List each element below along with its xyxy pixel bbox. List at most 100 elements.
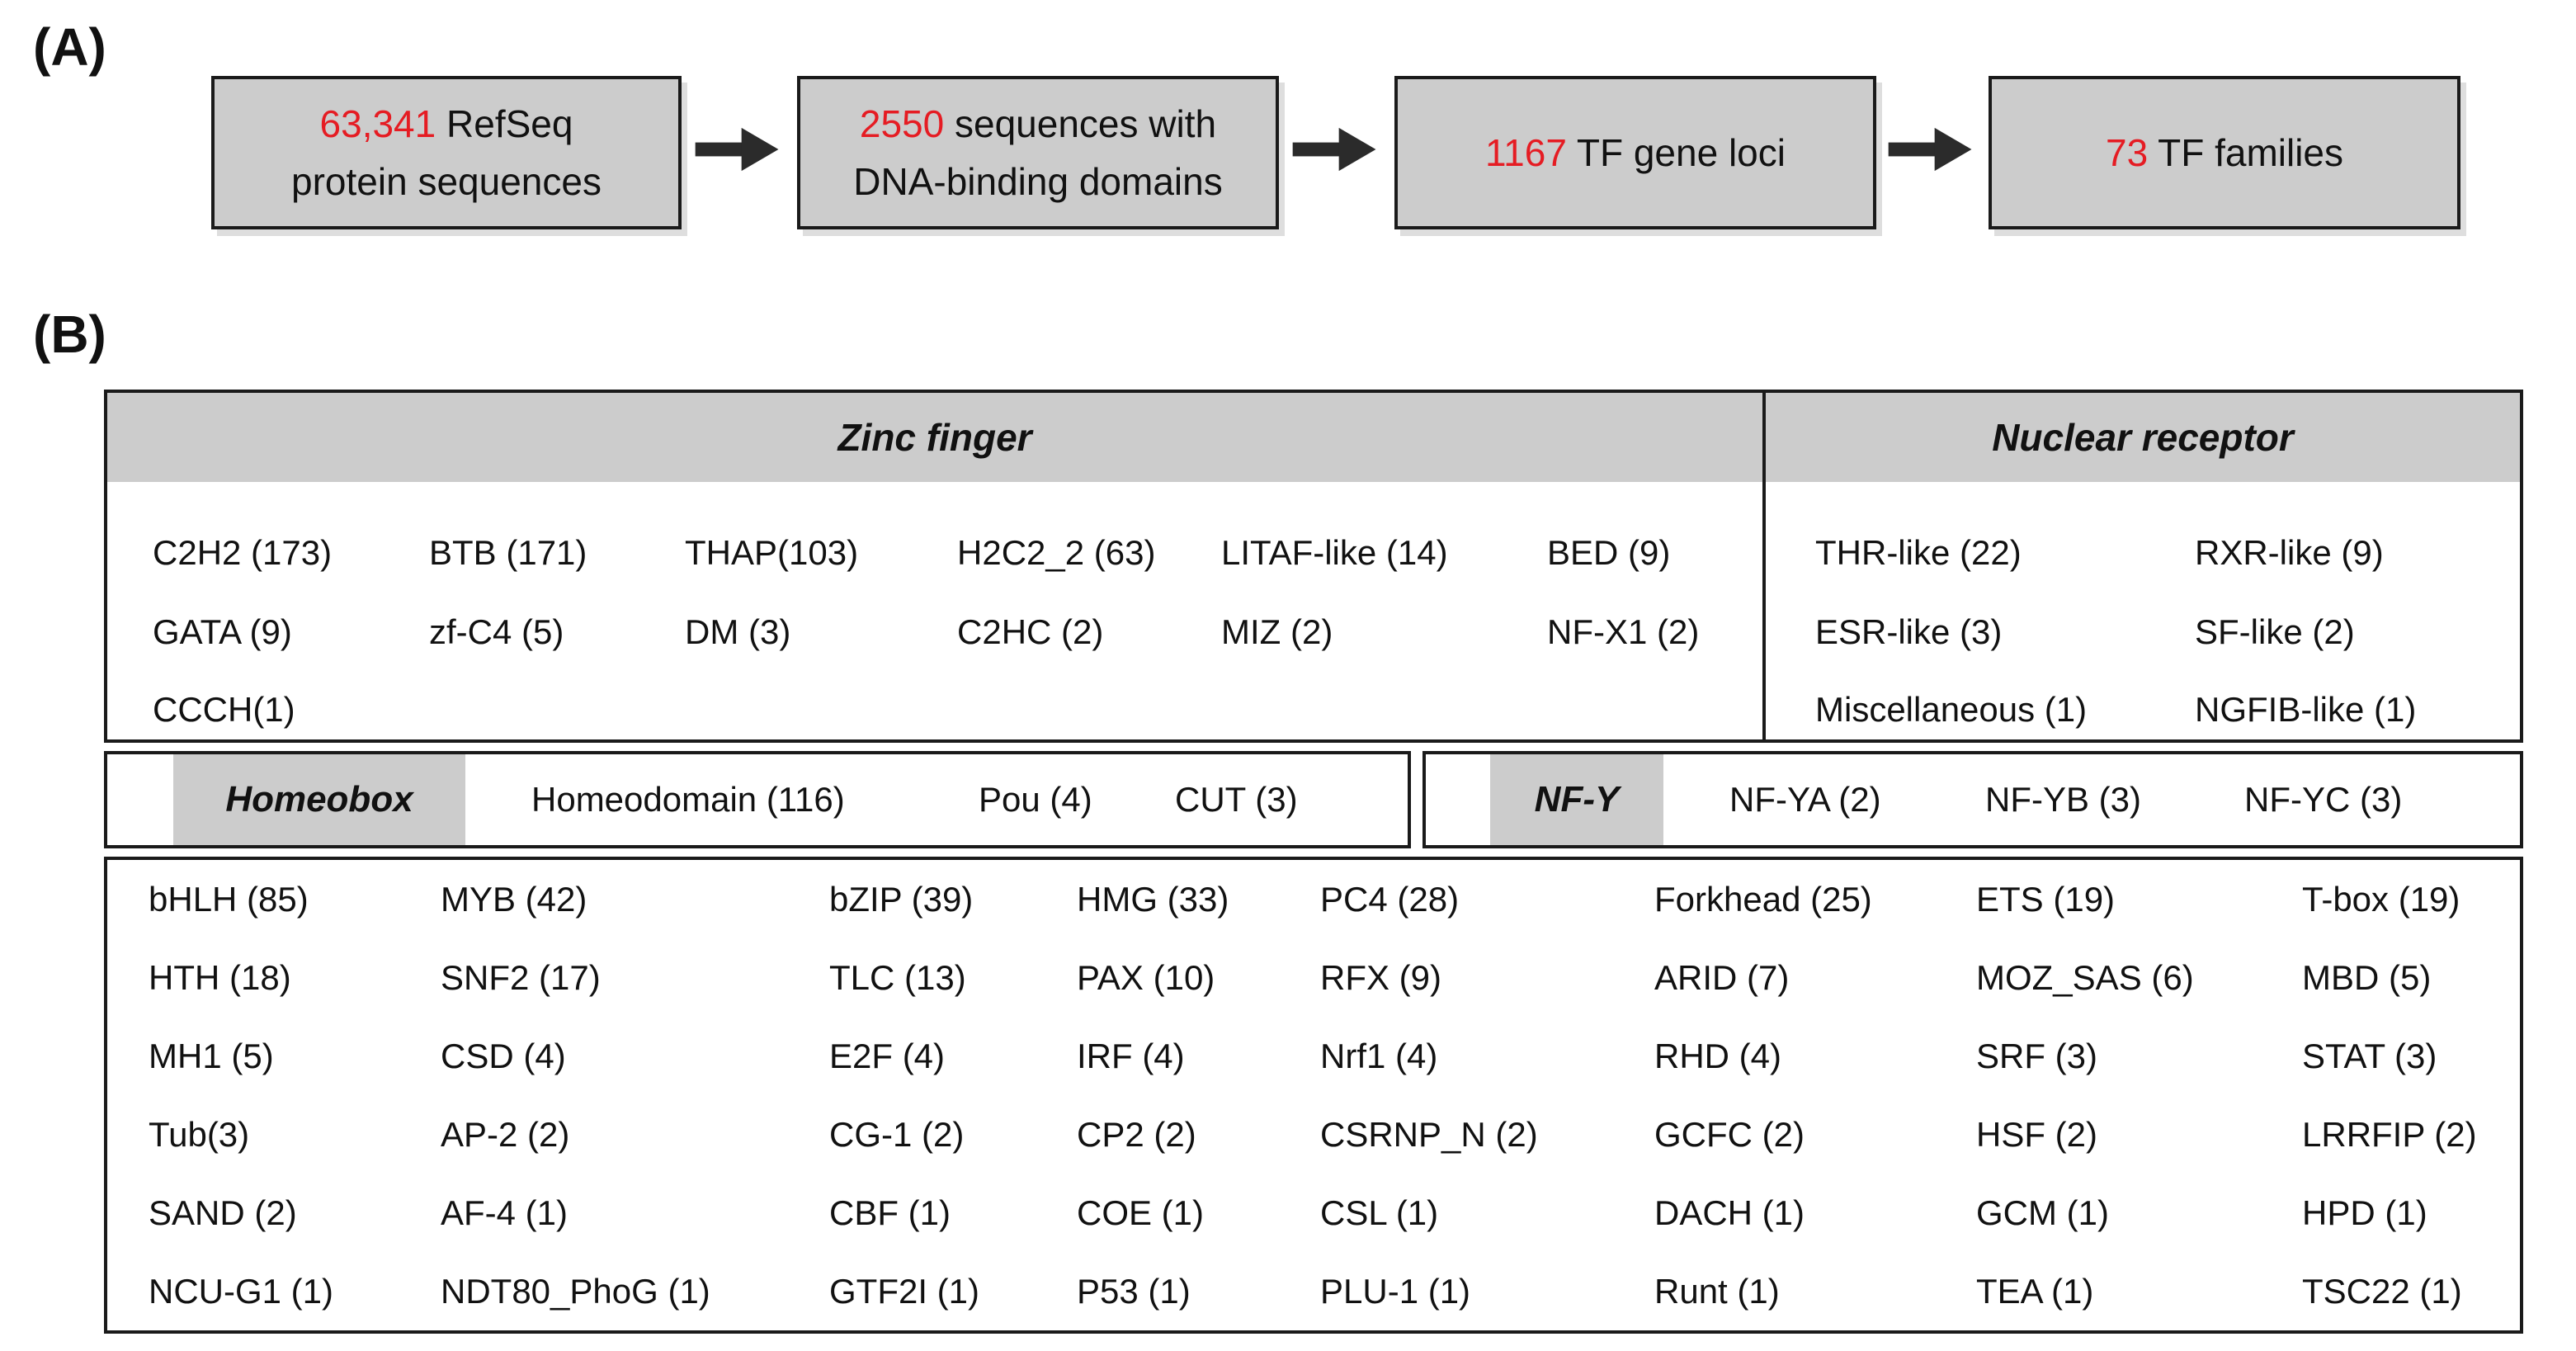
flow-box-refseq: 63,341 RefSeq protein sequences xyxy=(211,76,682,229)
flow-box-text: TF gene loci xyxy=(1566,131,1786,174)
family-item: SAND (2) xyxy=(149,1193,297,1232)
family-item: Tub(3) xyxy=(149,1114,250,1154)
flow-box-text: sequences with xyxy=(944,102,1217,145)
family-item: PLU-1 (1) xyxy=(1320,1271,1471,1311)
family-item: GATA (9) xyxy=(153,612,292,651)
family-item: CSL (1) xyxy=(1320,1193,1439,1232)
family-item: CG-1 (2) xyxy=(829,1114,965,1154)
right-arrow-icon xyxy=(695,127,779,172)
family-item: TLC (13) xyxy=(829,957,966,997)
family-item: bZIP (39) xyxy=(829,879,974,919)
nuclear-receptor-header: Nuclear receptor xyxy=(1766,393,2520,482)
family-item: bHLH (85) xyxy=(149,879,309,919)
flow-box-tf-families: 73 TF families xyxy=(1989,76,2460,229)
homeobox-nfy-section: Homeobox Homeodomain (116) Pou (4) CUT (… xyxy=(104,751,2523,848)
family-item: CSRNP_N (2) xyxy=(1320,1114,1538,1154)
family-item: COE (1) xyxy=(1077,1193,1205,1232)
family-item: Homeodomain (116) xyxy=(531,780,845,819)
family-item: CSD (4) xyxy=(441,1036,566,1075)
family-item: zf-C4 (5) xyxy=(429,612,564,651)
flow-box-text: TF families xyxy=(2148,131,2344,174)
right-arrow-icon xyxy=(1888,127,1972,172)
classification-table: Zinc finger C2H2 (173) BTB (171) THAP(10… xyxy=(104,390,2523,1334)
nuclear-receptor-column: Nuclear receptor THR-like (22) RXR-like … xyxy=(1766,393,2520,739)
flow-box-line2: DNA-binding domains xyxy=(853,160,1223,203)
homeobox-header: Homeobox xyxy=(173,754,465,845)
flow-box-line2: protein sequences xyxy=(291,160,602,203)
flow-box-line1: 73 TF families xyxy=(2106,124,2343,182)
family-item: NF-YC (3) xyxy=(2244,780,2403,819)
family-item: MH1 (5) xyxy=(149,1036,274,1075)
family-item: IRF (4) xyxy=(1077,1036,1185,1075)
flow-box-gene-loci: 1167 TF gene loci xyxy=(1394,76,1876,229)
family-item: C2HC (2) xyxy=(957,612,1104,651)
homeobox-box: Homeobox Homeodomain (116) Pou (4) CUT (… xyxy=(104,751,1411,848)
family-item: HPD (1) xyxy=(2302,1193,2427,1232)
family-item: LRRFIP (2) xyxy=(2302,1114,2477,1154)
family-item: MIZ (2) xyxy=(1221,612,1333,651)
family-item: NF-X1 (2) xyxy=(1547,612,1700,651)
family-item: DACH (1) xyxy=(1654,1193,1805,1232)
family-item: GCM (1) xyxy=(1976,1193,2109,1232)
family-item: NGFIB-like (1) xyxy=(2195,690,2417,729)
nuclear-receptor-body: THR-like (22) RXR-like (9) ESR-like (3) … xyxy=(1766,482,2520,739)
flow-box-line1: 1167 TF gene loci xyxy=(1485,124,1786,182)
family-item: TSC22 (1) xyxy=(2302,1271,2462,1311)
family-item: ESR-like (3) xyxy=(1815,612,2003,651)
flow-box-line1: 63,341 RefSeq xyxy=(320,95,573,153)
family-item: HSF (2) xyxy=(1976,1114,2097,1154)
family-item: CBF (1) xyxy=(829,1193,951,1232)
families-section: bHLH (85) MYB (42) bZIP (39) HMG (33) PC… xyxy=(104,857,2523,1334)
family-item: MOZ_SAS (6) xyxy=(1976,957,2194,997)
family-item: Nrf1 (4) xyxy=(1320,1036,1438,1075)
family-item: NF-YB (3) xyxy=(1985,780,2141,819)
zinc-nuclear-section: Zinc finger C2H2 (173) BTB (171) THAP(10… xyxy=(104,390,2523,743)
right-arrow-icon xyxy=(1292,127,1376,172)
family-item: NF-YA (2) xyxy=(1729,780,1881,819)
family-item: Pou (4) xyxy=(979,780,1092,819)
panel-b-label: (B) xyxy=(33,305,106,364)
family-item: BED (9) xyxy=(1547,533,1671,572)
family-item: CCCH(1) xyxy=(153,690,295,729)
family-item: Runt (1) xyxy=(1654,1271,1780,1311)
family-item: DM (3) xyxy=(685,612,791,651)
family-item: NCU-G1 (1) xyxy=(149,1271,334,1311)
flow-box-line1: 2550 sequences with xyxy=(860,95,1216,153)
family-item: SRF (3) xyxy=(1976,1036,2097,1075)
nfy-header: NF-Y xyxy=(1490,754,1663,845)
family-item: E2F (4) xyxy=(829,1036,946,1075)
count-highlight: 1167 xyxy=(1485,131,1567,174)
family-item: TEA (1) xyxy=(1976,1271,2094,1311)
family-item: RFX (9) xyxy=(1320,957,1441,997)
family-item: H2C2_2 (63) xyxy=(957,533,1156,572)
family-item: P53 (1) xyxy=(1077,1271,1191,1311)
zinc-finger-column: Zinc finger C2H2 (173) BTB (171) THAP(10… xyxy=(107,393,1766,739)
family-item: MBD (5) xyxy=(2302,957,2432,997)
family-item: CUT (3) xyxy=(1175,780,1298,819)
flow-box-text: RefSeq xyxy=(436,102,573,145)
family-item: T-box (19) xyxy=(2302,879,2460,919)
family-item: HMG (33) xyxy=(1077,879,1229,919)
zinc-finger-header: Zinc finger xyxy=(107,393,1762,482)
family-item: PAX (10) xyxy=(1077,957,1215,997)
family-item: HTH (18) xyxy=(149,957,291,997)
count-highlight: 73 xyxy=(2105,131,2149,174)
family-item: Miscellaneous (1) xyxy=(1815,690,2088,729)
family-item: AF-4 (1) xyxy=(441,1193,569,1232)
family-item: MYB (42) xyxy=(441,879,587,919)
family-item: THR-like (22) xyxy=(1815,533,2022,572)
family-item: CP2 (2) xyxy=(1077,1114,1196,1154)
family-item: RXR-like (9) xyxy=(2195,533,2384,572)
family-item: NDT80_PhoG (1) xyxy=(441,1271,710,1311)
zinc-finger-body: C2H2 (173) BTB (171) THAP(103) H2C2_2 (6… xyxy=(107,482,1762,739)
family-item: BTB (171) xyxy=(429,533,587,572)
family-item: LITAF-like (14) xyxy=(1221,533,1448,572)
family-item: THAP(103) xyxy=(685,533,859,572)
family-item: SNF2 (17) xyxy=(441,957,601,997)
count-highlight: 63,341 xyxy=(319,102,436,145)
flow-box-dna-binding: 2550 sequences with DNA-binding domains xyxy=(797,76,1279,229)
nfy-box: NF-Y NF-YA (2) NF-YB (3) NF-YC (3) xyxy=(1422,751,2523,848)
family-item: ARID (7) xyxy=(1654,957,1790,997)
family-item: GCFC (2) xyxy=(1654,1114,1805,1154)
